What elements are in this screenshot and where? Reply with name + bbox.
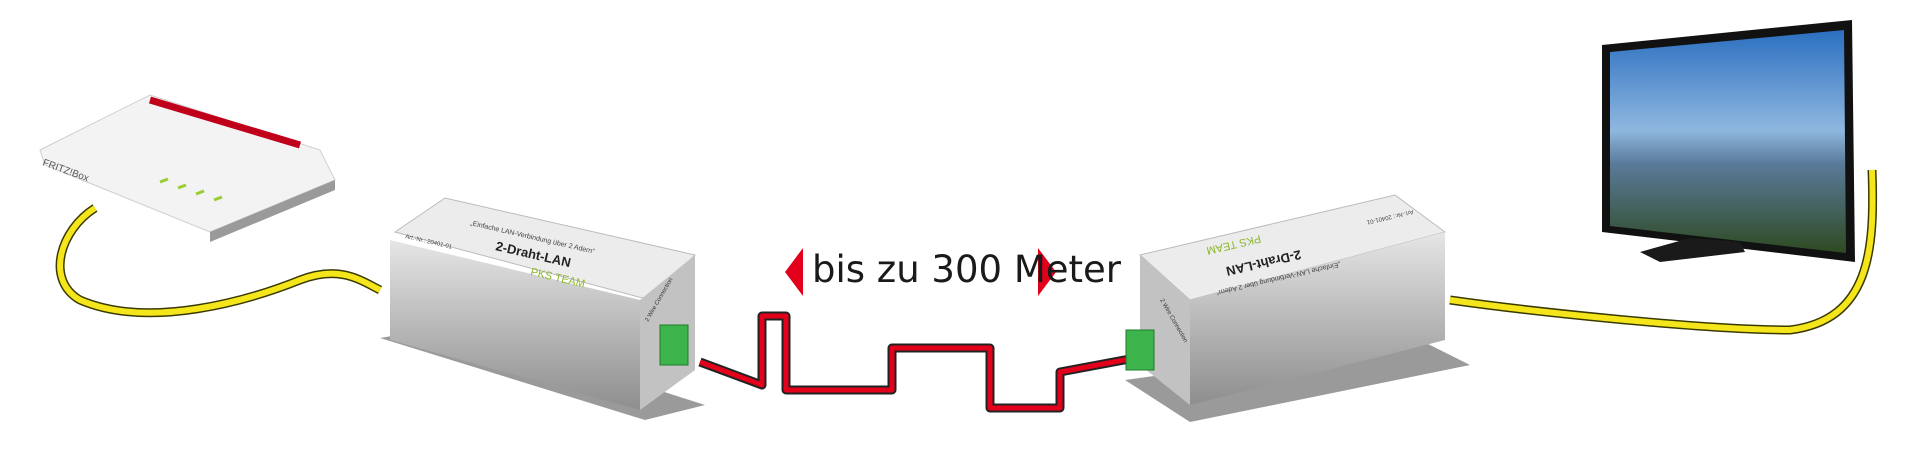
arrow-left-icon [785,248,803,296]
tv [1602,20,1855,262]
extender-right [1125,194,1470,422]
extender-left [380,197,705,420]
router [39,94,336,242]
distance-label: bis zu 300 Meter [812,248,1121,291]
arrow-right-icon [1038,248,1056,296]
